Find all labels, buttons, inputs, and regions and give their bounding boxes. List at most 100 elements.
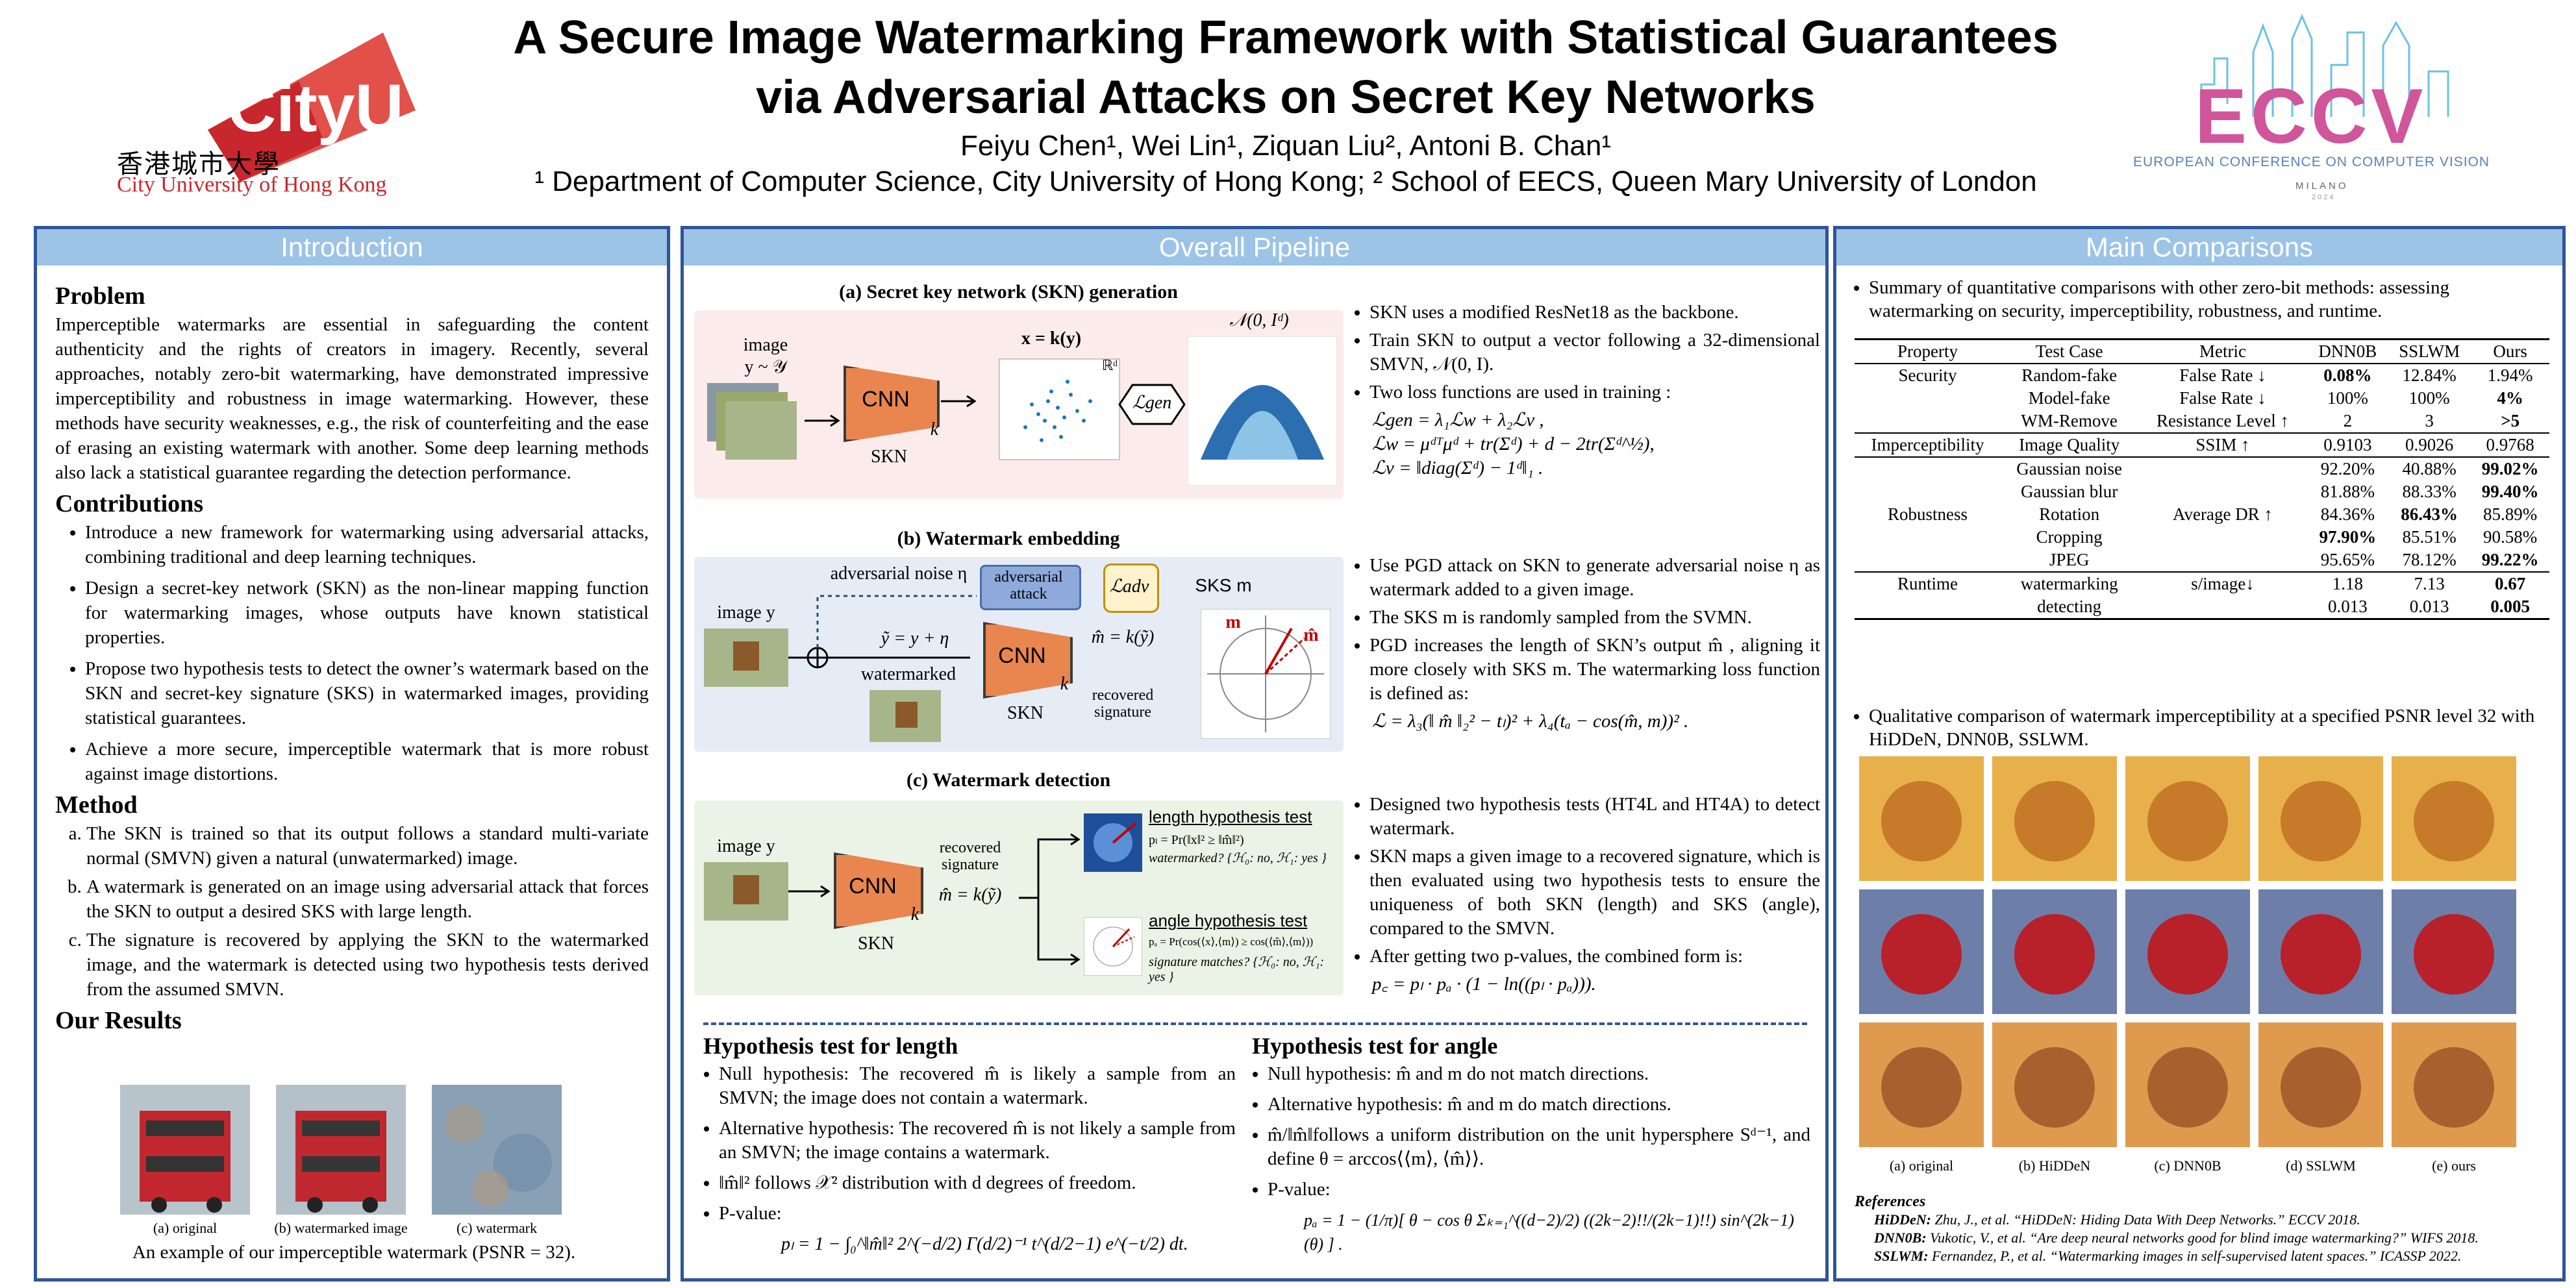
cityu-logo-mark: [208, 32, 416, 182]
table-cell: [1855, 595, 2001, 620]
stage-b-mhat-label: m̂: [1303, 625, 1319, 645]
table-cell: 85.89%: [2483, 504, 2538, 524]
stage-c-length-formula: pₗ = Pr(‖x‖² ≥ ‖m̂‖²): [1149, 833, 1244, 847]
result-watermarked-image: [276, 1085, 406, 1215]
result-label-original: (a) original: [153, 1220, 218, 1236]
stage-a-arrow-2: [941, 395, 977, 408]
stage-c-arrow-1: [788, 885, 831, 898]
table-cell: 92.20%: [2307, 456, 2388, 480]
stage-a-lgen-label: ℒgen: [1132, 393, 1172, 413]
stage-b-adv-noise-label: adversarial noise η: [830, 564, 968, 584]
table-cell: 97.90%: [2319, 527, 2377, 547]
title-line-2: via Adversarial Attacks on Secret Key Ne…: [756, 71, 1816, 123]
table-cell: Model-fake: [2028, 388, 2110, 408]
table-cell: [1855, 480, 2001, 503]
list-item: Use PGD attack on SKN to generate advers…: [1369, 554, 1820, 602]
result-original-image: [120, 1085, 250, 1215]
contributions-title: Contributions: [55, 490, 204, 517]
stage-b-adv-attack-box: [980, 565, 1081, 610]
qual-image-truck: [1992, 889, 2117, 1014]
list-item: Null hypothesis: m̂ and m do not match d…: [1268, 1062, 1810, 1086]
reference-item: DNN0B: Vukotic, V., et al. “Are deep neu…: [1855, 1229, 2556, 1247]
result-label-watermark: (c) watermark: [456, 1220, 537, 1236]
stage-b-k-label: k: [1060, 674, 1069, 694]
stage-c-recovered-label: recovered signature: [939, 839, 1001, 873]
eccv-city: MILANO: [2295, 180, 2349, 192]
qual-image-dog: [2258, 1022, 2383, 1147]
equation-watermark-loss: ℒ = λ₃(‖ m̂ ‖₂² − tₗ)² + λ₄(tₐ − cos(m̂,…: [1372, 711, 1689, 732]
list-item: P-value:: [1268, 1178, 1810, 1202]
table-header: SSLWM: [2388, 338, 2471, 364]
table-cell: 88.33%: [2402, 482, 2457, 501]
qual-image-fruit: [2125, 756, 2250, 881]
qual-image-dog: [2125, 1022, 2250, 1147]
list-item: After getting two p-values, the combined…: [1369, 945, 1820, 969]
problem-title: Problem: [55, 282, 145, 310]
table-cell: WM-Remove: [2021, 411, 2118, 430]
stage-b-mhat-eq: m̂ = k(ỹ): [1091, 627, 1155, 647]
table-cell: Average DR ↑: [2173, 504, 2273, 524]
stage-b-recovered-label: recovered signature: [1092, 687, 1154, 721]
list-item: Achieve a more secure, imperceptible wat…: [85, 737, 649, 786]
method-title: Method: [55, 791, 138, 819]
qual-image-truck: [2258, 889, 2383, 1014]
table-cell: 86.43%: [2401, 504, 2458, 524]
table-cell: 0.9026: [2388, 432, 2471, 457]
table-header-row: Property Test Case Metric DNN0B SSLWM Ou…: [1855, 338, 2549, 364]
stage-c-mhat-eq: m̂ = k(ỹ): [938, 885, 1002, 905]
table-cell: 40.88%: [2388, 456, 2471, 480]
reference-item: SSLWM: Fernandez, P., et al. “Watermarki…: [1855, 1247, 2556, 1265]
list-item: ‖m̂‖² follows 𝒳² distribution with d deg…: [719, 1171, 1236, 1195]
table-cell: JPEG: [2049, 550, 2090, 569]
cityu-wordmark: CityU: [227, 71, 404, 146]
table-header: Property: [1855, 338, 2001, 364]
table-cell: False Rate ↓: [2179, 388, 2266, 408]
poster-title: A Secure Image Watermarking Framework wi…: [455, 8, 2117, 127]
references: References HiDDeN: Zhu, J., et al. “HiDD…: [1855, 1193, 2556, 1265]
pipeline-panel: Overall Pipeline (a) Secret key network …: [681, 226, 1829, 1282]
eccv-subtitle: EUROPEAN CONFERENCE ON COMPUTER VISION: [2133, 155, 2490, 169]
table-cell: [1855, 387, 2001, 410]
section-divider: [703, 1022, 1807, 1025]
table-cell: Rotation: [2039, 504, 2100, 524]
equation-lgen: ℒgen = λ₁ℒw + λ₂ℒv ,: [1372, 410, 1544, 430]
introduction-panel: Introduction Problem Imperceptible water…: [34, 226, 670, 1282]
table-cell: 2: [2343, 411, 2353, 430]
reference-tag: DNN0B:: [1874, 1230, 1927, 1246]
table-cell: 0.67: [2471, 571, 2549, 595]
table-cell: Resistance Level ↑: [2157, 411, 2289, 430]
stage-b-adv-attack-label: adversarial attack: [994, 569, 1063, 602]
qual-caption: (a) original: [1889, 1158, 1954, 1174]
result-watermark-pattern: [432, 1085, 562, 1215]
table-cell: 7.13: [2388, 571, 2471, 595]
table-cell: 0.9103: [2307, 432, 2388, 457]
table-cell: detecting: [2000, 595, 2138, 620]
table-cell: Imperceptibility: [1855, 432, 2001, 457]
pipeline-heading: Overall Pipeline: [684, 229, 1825, 266]
table-cell: 0.013: [2388, 595, 2471, 620]
stage-c-angle-test-title: angle hypothesis test: [1149, 911, 1308, 930]
stage-b-m-label: m: [1225, 612, 1241, 632]
hypothesis-angle-section: Hypothesis test for angle Null hypothesi…: [1252, 1034, 1810, 1256]
stage-c-skn-label: SKN: [857, 934, 894, 954]
stage-a-bullets: SKN uses a modified ResNet18 as the back…: [1353, 301, 1820, 480]
hypothesis-length-title: Hypothesis test for length: [703, 1033, 958, 1059]
stage-a-image-label: image: [743, 335, 788, 355]
table-cell: 99.40%: [2481, 482, 2539, 501]
authors: Feiyu Chen¹, Wei Lin¹, Ziquan Liu², Anto…: [960, 130, 1611, 162]
table-cell: 95.65%: [2320, 550, 2375, 569]
table-cell: 0.9768: [2471, 432, 2549, 457]
list-item: Train SKN to output a vector following a…: [1369, 328, 1820, 377]
stage-a-cnn-label: CNN: [862, 387, 910, 412]
table-cell: Robustness: [1887, 504, 1968, 524]
stage-b-watermarked-image: [869, 690, 941, 742]
table-cell: [1855, 456, 2001, 480]
stage-c-length-test-title: length hypothesis test: [1149, 807, 1312, 826]
